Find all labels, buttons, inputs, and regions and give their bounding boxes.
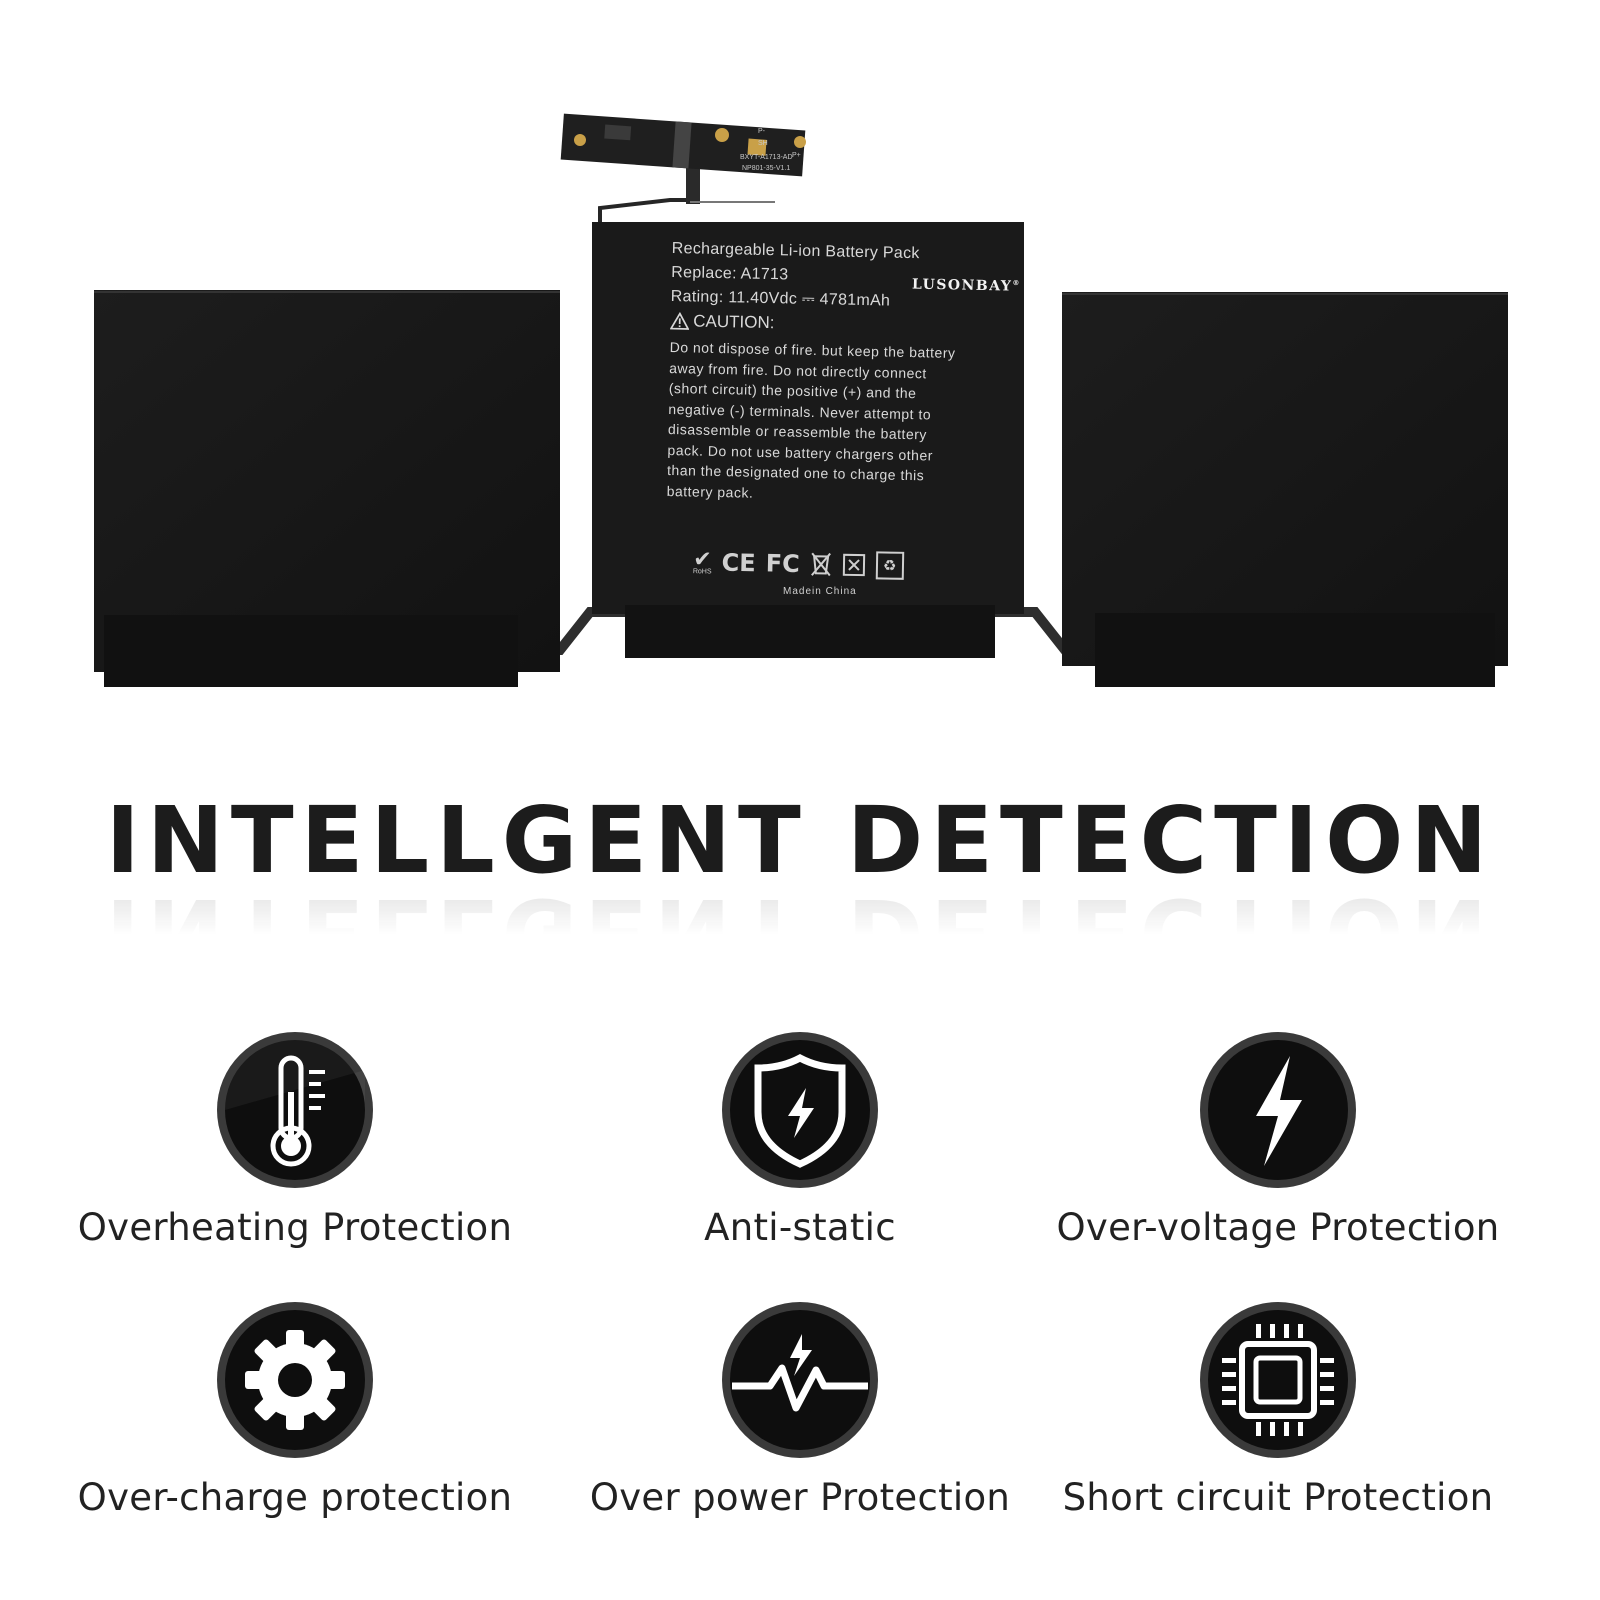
battery-label-text: Rechargeable Li-ion Battery Pack Replace… bbox=[666, 237, 971, 507]
middle-cell bbox=[592, 222, 1024, 614]
feature-label: Short circuit Protection bbox=[1062, 1476, 1494, 1519]
feature-over-charge: Over-charge protection bbox=[65, 1300, 525, 1519]
recycle-icon: ♻ bbox=[875, 551, 904, 580]
pcb-code-pminus: P- bbox=[758, 128, 765, 135]
brand-logo: LUSONBAY® bbox=[911, 276, 1022, 295]
feature-anti-static: Anti-static bbox=[570, 1030, 1030, 1249]
battery-illustration bbox=[94, 113, 1508, 687]
pcb-code-sh: SH bbox=[758, 140, 768, 147]
feature-label: Over power Protection bbox=[589, 1476, 1011, 1519]
fc-mark: FC bbox=[765, 549, 800, 579]
certification-marks: ✔ RoHS CE FC ♻ bbox=[692, 545, 904, 580]
gear-icon bbox=[217, 1302, 373, 1458]
pulse-lightning-icon bbox=[722, 1302, 878, 1458]
caution-heading: CAUTION: bbox=[670, 311, 970, 337]
feature-over-power: Over power Protection bbox=[570, 1300, 1030, 1519]
made-in-label: Madein China bbox=[783, 586, 857, 597]
feature-overheating: Overheating Protection bbox=[65, 1030, 525, 1249]
ekc-mark-icon bbox=[842, 553, 865, 577]
caution-body: Do not dispose of fire. but keep the bat… bbox=[666, 338, 956, 501]
feature-label: Over-charge protection bbox=[77, 1476, 513, 1519]
warning-triangle-icon bbox=[670, 311, 690, 330]
feature-label: Anti-static bbox=[704, 1206, 896, 1249]
left-cell bbox=[94, 290, 560, 672]
chip-icon bbox=[1200, 1302, 1356, 1458]
pcb-code-1: BXYT-A1713-AD bbox=[740, 154, 793, 161]
thermometer-icon bbox=[217, 1032, 373, 1188]
lightning-bolt-icon bbox=[1200, 1032, 1356, 1188]
crossed-bin-icon bbox=[810, 552, 831, 577]
checkmark-icon: ✔ bbox=[692, 545, 712, 571]
caution-title: CAUTION: bbox=[693, 311, 775, 333]
shield-lightning-icon bbox=[722, 1032, 878, 1188]
headline: INTELLGENT DETECTION bbox=[105, 787, 1495, 894]
feature-over-voltage: Over-voltage Protection bbox=[1048, 1030, 1508, 1249]
pcb-code-pplus: P+ bbox=[792, 152, 801, 159]
feature-label: Over-voltage Protection bbox=[1056, 1206, 1500, 1249]
ce-mark: CE bbox=[721, 548, 756, 578]
headline-reflection: INTELLGENT DETECTION bbox=[105, 878, 1495, 985]
rohs-mark: ✔ RoHS bbox=[692, 545, 712, 575]
battery-product-image: P- SH BXYT-A1713-AD P+ NP801-35-V1.1 Rec… bbox=[0, 0, 1600, 720]
right-cell bbox=[1062, 292, 1508, 666]
feature-short-circuit: Short circuit Protection bbox=[1048, 1300, 1508, 1519]
pcb-code-2: NP801-35-V1.1 bbox=[742, 165, 791, 172]
feature-label: Overheating Protection bbox=[77, 1206, 513, 1249]
